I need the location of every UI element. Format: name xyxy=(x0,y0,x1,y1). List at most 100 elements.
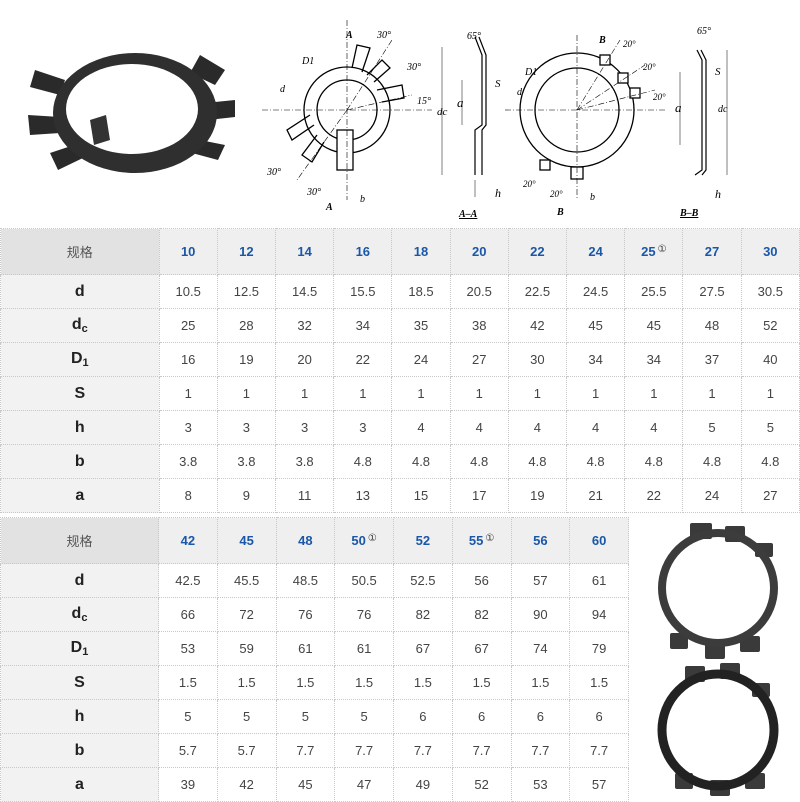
table-cell: 47 xyxy=(334,767,394,802)
table-cell: 1.5 xyxy=(569,665,629,700)
table-cell: 5 xyxy=(334,699,394,734)
table-cell: 67 xyxy=(393,631,453,666)
table-cell: 1 xyxy=(449,376,509,411)
table-cell: 3 xyxy=(158,410,218,445)
table-cell: 1 xyxy=(391,376,451,411)
svg-text:B: B xyxy=(556,207,564,218)
table-cell: 11 xyxy=(274,478,335,513)
svg-text:S: S xyxy=(715,66,721,78)
table-cell: 1.5 xyxy=(334,665,394,700)
row-label: D1 xyxy=(0,631,159,666)
table-cell: 1 xyxy=(274,376,335,411)
table-cell: 3.8 xyxy=(216,444,277,479)
svg-text:30°: 30° xyxy=(306,187,321,198)
table-cell: 37 xyxy=(682,342,742,377)
table-cell: 50.5 xyxy=(334,563,394,598)
svg-text:20°: 20° xyxy=(550,189,563,199)
svg-text:A: A xyxy=(325,202,333,213)
table-cell: 1 xyxy=(507,376,568,411)
table-cell: 5 xyxy=(158,699,218,734)
svg-text:20°: 20° xyxy=(523,179,536,189)
svg-text:dc: dc xyxy=(437,106,448,118)
table-cell: 45.5 xyxy=(216,563,277,598)
table-cell: 27 xyxy=(449,342,509,377)
table-cell: 12.5 xyxy=(216,274,277,309)
table-cell: 7.7 xyxy=(569,733,629,768)
table-cell: 52 xyxy=(451,767,512,802)
table-cell: 52.5 xyxy=(393,563,453,598)
size-header: 30 xyxy=(740,228,800,275)
table-cell: 48.5 xyxy=(275,563,336,598)
size-header: 10 xyxy=(158,228,218,275)
table-cell: 24.5 xyxy=(566,274,626,309)
footnote-mark: ① xyxy=(657,244,667,255)
size-header: 16 xyxy=(333,228,393,275)
table-cell: 39 xyxy=(158,767,218,802)
table-cell: 34 xyxy=(624,342,684,377)
table-cell: 4.8 xyxy=(682,444,742,479)
svg-text:30°: 30° xyxy=(406,62,421,73)
table-cell: 5.7 xyxy=(158,733,218,768)
table-cell: 79 xyxy=(569,631,629,666)
svg-text:65°: 65° xyxy=(467,31,481,42)
svg-text:a: a xyxy=(457,95,464,110)
table-cell: 61 xyxy=(334,631,394,666)
table-cell: 27 xyxy=(740,478,800,513)
table-cell: 3 xyxy=(216,410,277,445)
svg-text:h: h xyxy=(715,187,721,201)
table-cell: 24 xyxy=(682,478,742,513)
table-cell: 4.8 xyxy=(507,444,568,479)
table-cell: 24 xyxy=(391,342,451,377)
table-cell: 6 xyxy=(569,699,629,734)
table-cell: 5.7 xyxy=(216,733,277,768)
table-cell: 34 xyxy=(333,308,393,343)
table-cell: 76 xyxy=(275,597,336,632)
table-cell: 14.5 xyxy=(274,274,335,309)
table-cell: 6 xyxy=(393,699,453,734)
table-cell: 8 xyxy=(158,478,218,513)
table-cell: 4 xyxy=(507,410,568,445)
table-cell: 1.5 xyxy=(510,665,571,700)
svg-text:b: b xyxy=(590,192,595,203)
row-label: h xyxy=(0,410,160,445)
table-cell: 34 xyxy=(566,342,626,377)
table-cell: 72 xyxy=(216,597,277,632)
table-cell: 42 xyxy=(216,767,277,802)
table-cell: 7.7 xyxy=(334,733,394,768)
table-cell: 4.8 xyxy=(624,444,684,479)
table-cell: 4.8 xyxy=(740,444,800,479)
table-cell: 90 xyxy=(510,597,571,632)
table-cell: 67 xyxy=(451,631,512,666)
table-cell: 27.5 xyxy=(682,274,742,309)
table-cell: 25.5 xyxy=(624,274,684,309)
table-cell: 7.7 xyxy=(510,733,571,768)
table-cell: 5 xyxy=(216,699,277,734)
row-label: S xyxy=(0,665,159,700)
svg-text:A–A: A–A xyxy=(458,209,478,220)
size-header: 18 xyxy=(391,228,451,275)
table-cell: 42 xyxy=(507,308,568,343)
table-cell: 4.8 xyxy=(566,444,626,479)
table-cell: 61 xyxy=(275,631,336,666)
table-cell: 5 xyxy=(682,410,742,445)
table-cell: 1.5 xyxy=(275,665,336,700)
row-label: h xyxy=(0,699,159,734)
table-cell: 61 xyxy=(569,563,629,598)
table-cell: 7.7 xyxy=(451,733,512,768)
table-cell: 57 xyxy=(569,767,629,802)
table-cell: 4.8 xyxy=(333,444,393,479)
row-label: d xyxy=(0,563,159,598)
size-header: 24 xyxy=(566,228,626,275)
table-cell: 19 xyxy=(507,478,568,513)
table-cell: 66 xyxy=(158,597,218,632)
table-cell: 4 xyxy=(566,410,626,445)
table-cell: 53 xyxy=(510,767,571,802)
